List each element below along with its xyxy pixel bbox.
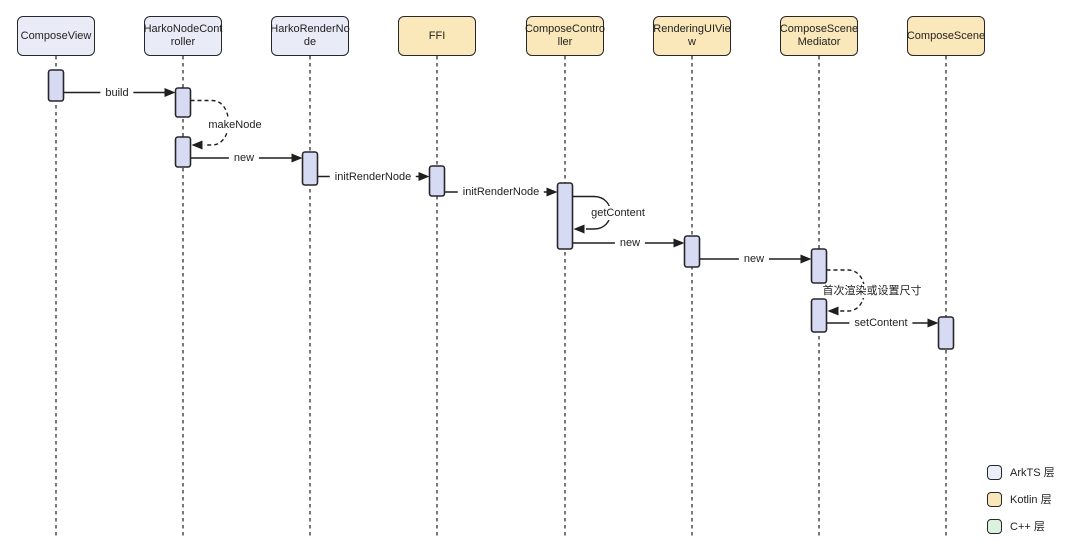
message-label-new-3: new: [738, 252, 770, 266]
message-label-firstrender: 首次渲染或设置尺寸: [817, 284, 927, 298]
participant-harkorendernode: HarkoRenderNo de: [270, 16, 350, 56]
participant-renderinguiview: RenderingUIVie w: [653, 16, 731, 56]
arrowhead-new-3-icon: [800, 254, 812, 264]
arrowhead-getcontent-icon: [573, 224, 585, 234]
activation-harkonodecontroller-1: [174, 87, 192, 118]
arrowhead-firstrender-icon: [827, 306, 839, 316]
activation-composescenemediator-2: [810, 298, 828, 333]
message-label-new-2: new: [614, 236, 646, 250]
cpp-color-swatch-icon: [987, 518, 1002, 534]
message-label-build: build: [100, 86, 134, 100]
arrowhead-setcontent-icon: [927, 318, 939, 328]
message-label-initrendernode-1: initRenderNode: [329, 170, 417, 184]
message-label-makenode: makeNode: [203, 118, 267, 132]
message-label-initrendernode-2: initRenderNode: [457, 185, 545, 199]
message-label-setcontent: setContent: [849, 316, 913, 330]
participant-harkonodecontroller: HarkoNodeCont roller: [144, 16, 222, 56]
activation-harkonodecontroller-2: [174, 136, 192, 168]
arrowhead-build-icon: [164, 88, 176, 97]
activation-composeview: [47, 69, 65, 102]
arrowhead-initrendernode-2-icon: [546, 187, 558, 197]
participant-ffi: FFI: [398, 16, 476, 56]
participant-composecontroller: ComposeContro ller: [525, 16, 605, 56]
activation-composescenemediator-1: [810, 248, 828, 284]
legend-item-kotlin: Kotlin 层: [987, 491, 1055, 507]
activation-renderinguiview: [683, 235, 701, 268]
arrowhead-makenode-icon: [191, 140, 203, 150]
arrowhead-new-1-icon: [291, 153, 303, 163]
legend-label-arkts: ArkTS 层: [1010, 467, 1055, 479]
message-label-new-1: new: [228, 151, 260, 165]
activation-ffi: [428, 165, 446, 197]
activation-composecontroller: [556, 182, 574, 250]
kotlin-color-swatch-icon: [987, 491, 1002, 507]
legend-item-arkts: ArkTS 层: [987, 464, 1055, 480]
arkts-color-swatch-icon: [987, 464, 1002, 480]
arrowhead-initrendernode-1-icon: [418, 172, 430, 181]
legend-label-kotlin: Kotlin 层: [1010, 494, 1052, 506]
legend-item-cpp: C++ 层: [987, 518, 1055, 534]
legend: ArkTS 层 Kotlin 层 C++ 层: [987, 464, 1055, 545]
activation-harkorendernode: [301, 151, 319, 186]
arrowhead-new-2-icon: [673, 238, 685, 248]
message-label-getcontent: getContent: [586, 206, 650, 220]
participant-composescenemediator: ComposeScene Mediator: [780, 16, 858, 56]
legend-label-cpp: C++ 层: [1010, 521, 1045, 533]
participant-composeview: ComposeView: [17, 16, 95, 56]
participant-composescene: ComposeScene: [907, 16, 985, 56]
activation-composescene: [937, 316, 955, 350]
